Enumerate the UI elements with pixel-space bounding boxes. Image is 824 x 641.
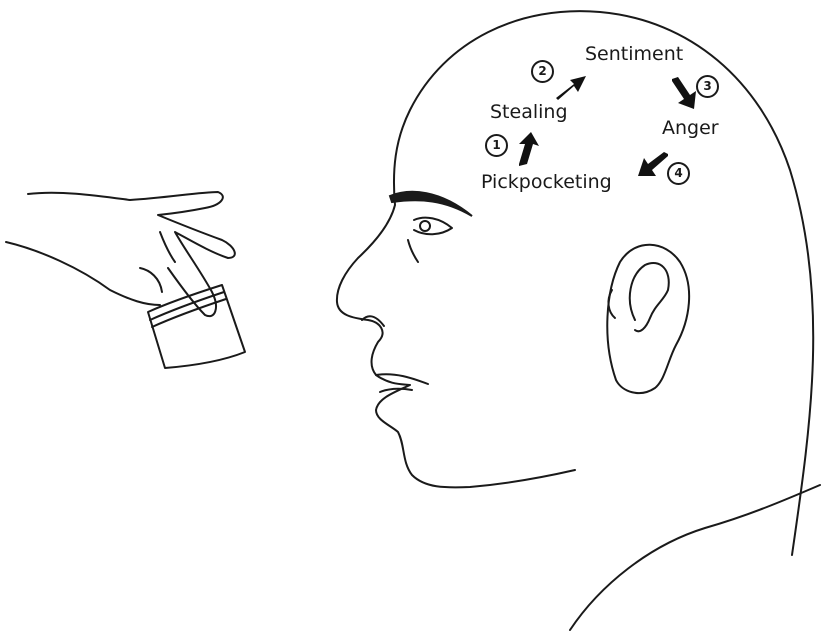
step-label-stealing: Stealing bbox=[490, 103, 568, 122]
step-label-sentiment: Sentiment bbox=[585, 45, 683, 64]
step-label-anger: Anger bbox=[662, 119, 719, 138]
profile-head-icon bbox=[337, 11, 820, 630]
step-4-number: 4 bbox=[667, 162, 690, 185]
arrow-3-icon bbox=[670, 75, 700, 111]
arrow-4-icon bbox=[636, 150, 670, 180]
step-3-number: 3 bbox=[696, 75, 719, 98]
wallet-icon bbox=[148, 285, 245, 368]
step-2-number: 2 bbox=[531, 60, 554, 83]
hand-icon bbox=[6, 192, 235, 316]
arrow-1-icon bbox=[513, 130, 541, 168]
arrow-2-icon bbox=[552, 74, 588, 102]
step-1-number: 1 bbox=[485, 134, 508, 157]
step-label-pickpocketing: Pickpocketing bbox=[481, 173, 612, 192]
